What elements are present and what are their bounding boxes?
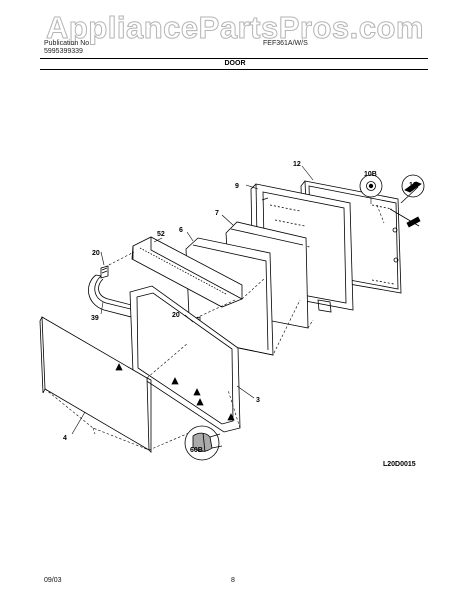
callout-12: 12: [293, 161, 301, 168]
publication-label: Publication No: [44, 40, 90, 47]
callout-10: 10: [409, 182, 417, 189]
callout-6: 6: [179, 227, 183, 234]
callout-3: 3: [256, 397, 260, 404]
callout-7: 7: [215, 210, 219, 217]
callout-60b: 60B: [190, 447, 203, 454]
footer-page-number: 8: [231, 577, 235, 584]
model-number: FEF361A/W/S: [263, 40, 308, 47]
callout-10b: 10B: [364, 171, 377, 178]
publication-number: 5995399339: [44, 48, 83, 55]
detail-circle-60b: [184, 425, 223, 461]
frame-screws: [115, 363, 235, 421]
callout-20-upper: 20: [92, 250, 100, 257]
detail-circle-10: [400, 174, 425, 204]
footer-date: 09/03: [44, 577, 62, 584]
callout-4: 4: [63, 435, 67, 442]
header-rule: [40, 58, 428, 59]
callout-52: 52: [157, 231, 165, 238]
drawing-code: L20D0015: [383, 461, 416, 468]
handle-screw-upper: [100, 265, 109, 279]
section-title: DOOR: [224, 60, 246, 67]
screw-10-location: [389, 208, 421, 228]
detail-circle-10b: [359, 174, 383, 198]
callout-9: 9: [235, 183, 239, 190]
callout-39: 39: [91, 315, 99, 322]
callout-20-lower: 20: [172, 312, 180, 319]
title-rule: [40, 69, 428, 70]
